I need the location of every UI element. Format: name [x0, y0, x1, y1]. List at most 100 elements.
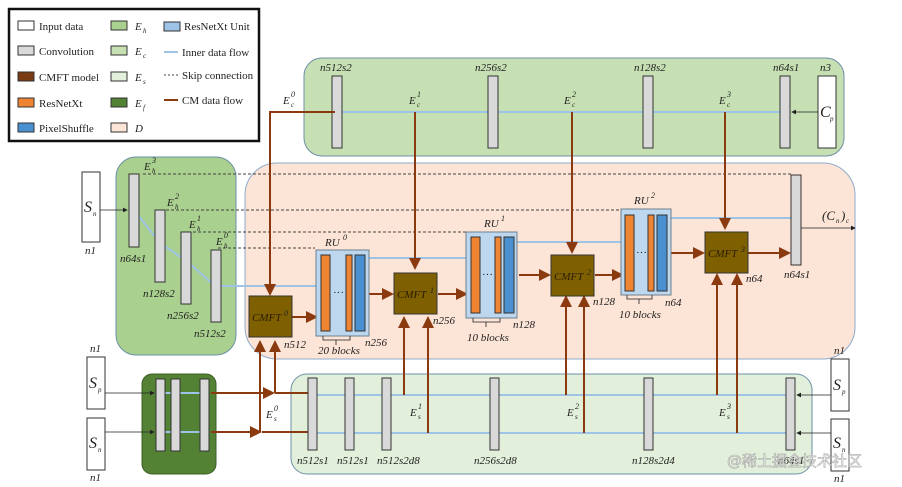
- svg-text:Inner data flow: Inner data flow: [182, 47, 249, 59]
- svg-text:E: E: [409, 407, 417, 419]
- svg-text:s: s: [418, 413, 421, 421]
- svg-text:c: c: [417, 101, 421, 109]
- eh-conv-label: n512s2: [194, 328, 226, 340]
- d-final-conv: n64s1: [784, 174, 810, 281]
- es-conv-label: n512s2d8: [377, 455, 420, 467]
- ec-feature-0: E0c: [282, 90, 295, 109]
- es-feature-0: E0s: [265, 404, 278, 423]
- svg-text:CMFT: CMFT: [397, 289, 427, 301]
- svg-text:c: c: [727, 101, 731, 109]
- cm-flows: [211, 111, 791, 438]
- svg-text:h: h: [152, 167, 156, 175]
- legend-cm-flow: CM data flow: [164, 95, 243, 107]
- svg-text:2: 2: [175, 192, 179, 201]
- es-conv-4: [643, 377, 654, 451]
- legend-eh: E h: [110, 20, 147, 35]
- legend-label: Input data: [39, 21, 83, 33]
- svg-text:CMFT: CMFT: [554, 271, 584, 283]
- svg-text:0: 0: [284, 309, 288, 318]
- svg-text:E: E: [143, 161, 151, 173]
- svg-text:n512: n512: [284, 339, 307, 351]
- svg-text:s: s: [143, 78, 146, 86]
- svg-text:n: n: [93, 210, 97, 218]
- svg-text:E: E: [718, 407, 726, 419]
- svg-text:0: 0: [291, 90, 295, 99]
- skip-connections: [143, 173, 791, 249]
- ec-conv-label: n128s2: [634, 62, 666, 74]
- svg-text:E: E: [563, 95, 571, 107]
- ru-0: ··· RU 0 20 blocks n256: [315, 233, 388, 357]
- eh-feature-0: E0 h: [215, 231, 228, 250]
- svg-text:f: f: [143, 104, 146, 112]
- legend: Input data Convolution CMFT model ResNet…: [7, 7, 261, 143]
- ec-region: [303, 57, 845, 157]
- svg-text:n3: n3: [820, 62, 832, 74]
- svg-text:2: 2: [575, 402, 579, 411]
- cmft-1: CMFT 1 n256: [393, 272, 456, 327]
- legend-label: PixelShuffle: [39, 123, 94, 135]
- svg-text:E: E: [134, 46, 142, 58]
- ec-conv-label: n512s2: [320, 62, 352, 74]
- svg-text:3: 3: [726, 402, 731, 411]
- svg-text:1: 1: [417, 90, 421, 99]
- es-feature-2: E2 s: [566, 402, 579, 421]
- svg-text:10 blocks: 10 blocks: [467, 332, 509, 344]
- ellipsis: ···: [636, 247, 647, 259]
- svg-text:0: 0: [343, 233, 347, 242]
- eh-conv-label: n128s2: [143, 288, 175, 300]
- svg-text:s: s: [575, 413, 578, 421]
- eh-feature-1: E1h: [188, 214, 201, 233]
- legend-resnetxt: ResNetXt: [17, 97, 82, 110]
- ru-1: ··· RU 1 10 blocks n128: [465, 214, 536, 344]
- svg-text:E: E: [566, 407, 574, 419]
- svg-text:n64s1: n64s1: [784, 269, 810, 281]
- svg-text:S: S: [89, 375, 97, 392]
- es-conv-label: n256s2d8: [474, 455, 517, 467]
- inner-flows: [133, 111, 793, 434]
- svg-text:S: S: [84, 199, 92, 216]
- ec-convs: n512s2 n256s2 n128s2 n64s1 E0c E1c E2c E…: [282, 62, 799, 149]
- input-sp-left: S p n1: [86, 343, 155, 410]
- legend-inner-flow: Inner data flow: [164, 47, 249, 59]
- svg-text:D: D: [134, 123, 143, 135]
- svg-text:s: s: [274, 415, 277, 423]
- eh-conv-label: n64s1: [120, 253, 146, 265]
- svg-text:p: p: [97, 386, 102, 394]
- svg-text:1: 1: [197, 214, 201, 223]
- legend-label: Convolution: [39, 46, 95, 58]
- ec-feature-2: E2c: [563, 90, 576, 109]
- es-conv-0: [307, 377, 318, 451]
- svg-text:3: 3: [151, 156, 156, 165]
- eh-region: [115, 156, 237, 356]
- es-conv-label: n512s1: [297, 455, 329, 467]
- svg-text:E: E: [166, 197, 174, 209]
- input-sn-right: S n n1: [796, 418, 850, 485]
- legend-skip-connection: Skip connection: [164, 70, 254, 82]
- svg-text:n256: n256: [433, 315, 456, 327]
- svg-text:S: S: [833, 435, 841, 452]
- legend-convolution: Convolution: [17, 45, 95, 58]
- ec-conv-2: [642, 75, 654, 149]
- es-feature-1: E1s: [409, 402, 422, 421]
- svg-text:s: s: [727, 413, 730, 421]
- legend-cmft-model: CMFT model: [17, 71, 99, 84]
- svg-text:n128: n128: [593, 296, 616, 308]
- eh-convs: n64s1 n128s2 n256s2 n512s2 E3h E2h E1h E…: [120, 156, 228, 340]
- svg-text:0: 0: [224, 231, 228, 240]
- svg-text:2: 2: [572, 90, 576, 99]
- svg-text:10 blocks: 10 blocks: [619, 309, 661, 321]
- ec-feature-1: E1c: [408, 90, 421, 109]
- svg-text:n1: n1: [90, 472, 101, 484]
- eh-conv-2: [180, 231, 192, 305]
- es-region: [290, 373, 813, 475]
- cmft-2: CMFT 2 n128: [550, 254, 616, 308]
- svg-text:E: E: [215, 236, 223, 248]
- svg-text:h: h: [224, 242, 228, 250]
- svg-text:ResNetXt Unit: ResNetXt Unit: [184, 21, 250, 33]
- svg-text:CMFT: CMFT: [708, 248, 738, 260]
- legend-pixelshuffle: PixelShuffle: [17, 122, 94, 135]
- svg-text:c: c: [143, 52, 147, 60]
- watermark: @稀土掘金技术社区: [727, 452, 862, 470]
- es-conv-label: n128s2d4: [632, 455, 675, 467]
- svg-text:h: h: [197, 225, 201, 233]
